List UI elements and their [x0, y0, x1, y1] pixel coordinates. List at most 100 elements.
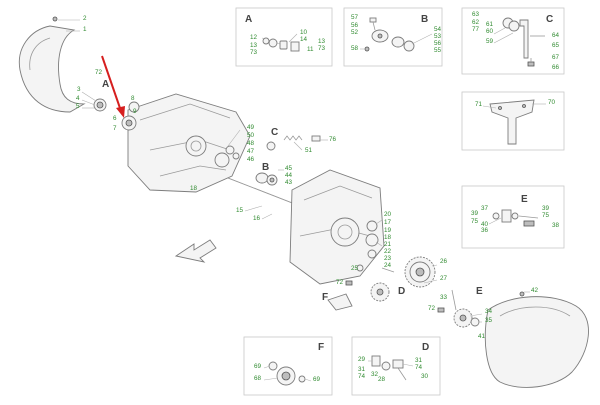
inset-part-number-callout: 29: [358, 356, 366, 363]
inset-f-frame: [243, 336, 333, 396]
inset-part-number-callout: 73: [250, 49, 258, 56]
inset-part-number-callout: 67: [552, 54, 560, 61]
inset-part-number-callout: 38: [552, 222, 560, 229]
part-number-callout: 72: [336, 279, 344, 286]
inset-part-number-callout: 28: [378, 376, 386, 383]
part-number-callout: 35: [485, 317, 493, 324]
drive-shaft: [227, 177, 301, 220]
part-number-callout: 51: [305, 147, 313, 154]
part-number-callout: 22: [384, 248, 392, 255]
part-number-callout: 41: [478, 333, 486, 340]
right-housing: [289, 169, 385, 285]
inset-part-number-callout: 31: [358, 366, 366, 373]
part-number-callout: 24: [384, 262, 392, 269]
inset-part-number-callout: 13: [318, 38, 326, 45]
inset-part-number-callout: 59: [486, 38, 494, 45]
clip-25: [356, 264, 364, 272]
inset-part-number-callout: 54: [434, 26, 442, 33]
large-gear: [404, 256, 438, 288]
gear-group-e: [437, 289, 483, 328]
inset-part-number-callout: 31: [415, 357, 423, 364]
inset-part-number-callout: 68: [254, 375, 262, 382]
direction-arrow: [174, 239, 217, 263]
inset-b-parts: [360, 17, 433, 52]
highlight-arrow: [101, 55, 125, 118]
part-number-callout: 49: [247, 124, 255, 131]
inset-a-parts: [261, 33, 300, 52]
inset-part-number-callout: 61: [486, 21, 494, 28]
inset-part-number-callout: 66: [552, 64, 560, 71]
part-number-callout: 47: [247, 148, 255, 155]
inset-part-number-callout: 56: [351, 22, 359, 29]
shield-cover: [18, 19, 86, 113]
inset-part-number-callout: 57: [351, 14, 359, 21]
inset-part-number-callout: 39: [471, 210, 479, 217]
inset-part-number-callout: 74: [415, 364, 423, 371]
part-number-callout: 15: [236, 207, 244, 214]
part-number-callout: 6: [113, 115, 117, 122]
shaft-d: [370, 267, 438, 302]
inset-part-number-callout: 69: [313, 376, 321, 383]
view-letter: B: [262, 162, 269, 173]
top-bolt: [52, 16, 58, 22]
inset-part-number-callout: 65: [552, 42, 560, 49]
part-number-callout: 18: [190, 185, 198, 192]
bearing-group-b: [255, 169, 284, 186]
part-number-callout: 7: [113, 125, 117, 132]
inset-part-number-callout: 75: [542, 212, 550, 219]
part-number-callout: 42: [531, 287, 539, 294]
inset-part-number-callout: 77: [472, 26, 480, 33]
part-number-callout: 45: [285, 165, 293, 172]
inset-e-letter: E: [521, 194, 528, 205]
part-number-callout: 20: [384, 211, 392, 218]
inset-part-number-callout: 64: [552, 32, 560, 39]
view-letter: D: [398, 286, 405, 297]
inset-part-number-callout: 56: [434, 40, 442, 47]
part-number-callout: 21: [384, 241, 392, 248]
view-letter: F: [322, 292, 328, 303]
inset-part-number-callout: 75: [471, 218, 479, 225]
spring: [283, 135, 303, 151]
part-number-callout: 3: [77, 86, 81, 93]
part-number-callout: 34: [485, 308, 493, 315]
view-letter: A: [102, 79, 109, 90]
inset-part-number-callout: 58: [351, 45, 359, 52]
inset-part-number-callout: 55: [434, 47, 442, 54]
inset-c-letter: C: [546, 14, 553, 25]
inset-a-letter: A: [245, 14, 252, 25]
inset-f-letter: F: [318, 342, 324, 353]
inset-part-number-callout: 60: [486, 28, 494, 35]
inset-part-number-callout: 12: [250, 34, 258, 41]
inset-part-number-callout: 32: [371, 371, 379, 378]
part-number-callout: 48: [247, 140, 255, 147]
clip-part: [311, 135, 328, 142]
inset-c-parts: [493, 17, 545, 67]
inset-part-number-callout: 73: [318, 45, 326, 52]
inset-part-number-callout: 30: [421, 373, 429, 380]
inset-part-number-callout: 10: [300, 29, 308, 36]
bolt-72: [345, 280, 353, 286]
gear-column: [365, 219, 383, 259]
inset-part-number-callout: 53: [434, 33, 442, 40]
part-number-callout: 2: [83, 15, 87, 22]
right-shield: [484, 291, 589, 388]
part-number-callout: 8: [131, 95, 135, 102]
inset-c-frame: [461, 7, 565, 75]
part-number-callout: 33: [440, 294, 448, 301]
part-number-callout: 72: [428, 305, 436, 312]
inset-part-number-callout: 14: [300, 36, 308, 43]
left-housing: [127, 93, 251, 193]
inset-part-number-callout: 36: [481, 227, 489, 234]
inset-part-number-callout: 70: [548, 99, 556, 106]
part-number-callout: 18: [384, 234, 392, 241]
inset-a-frame: [235, 7, 333, 67]
inset-bracket-parts: [482, 99, 546, 145]
inset-part-number-callout: 74: [358, 373, 366, 380]
inset-b-letter: B: [421, 14, 428, 25]
part-number-callout: 50: [247, 132, 255, 139]
inset-part-number-callout: 13: [250, 42, 258, 49]
washer-stack: [225, 129, 241, 160]
part-number-callout: 5: [76, 103, 80, 110]
inset-frames: [235, 7, 565, 396]
